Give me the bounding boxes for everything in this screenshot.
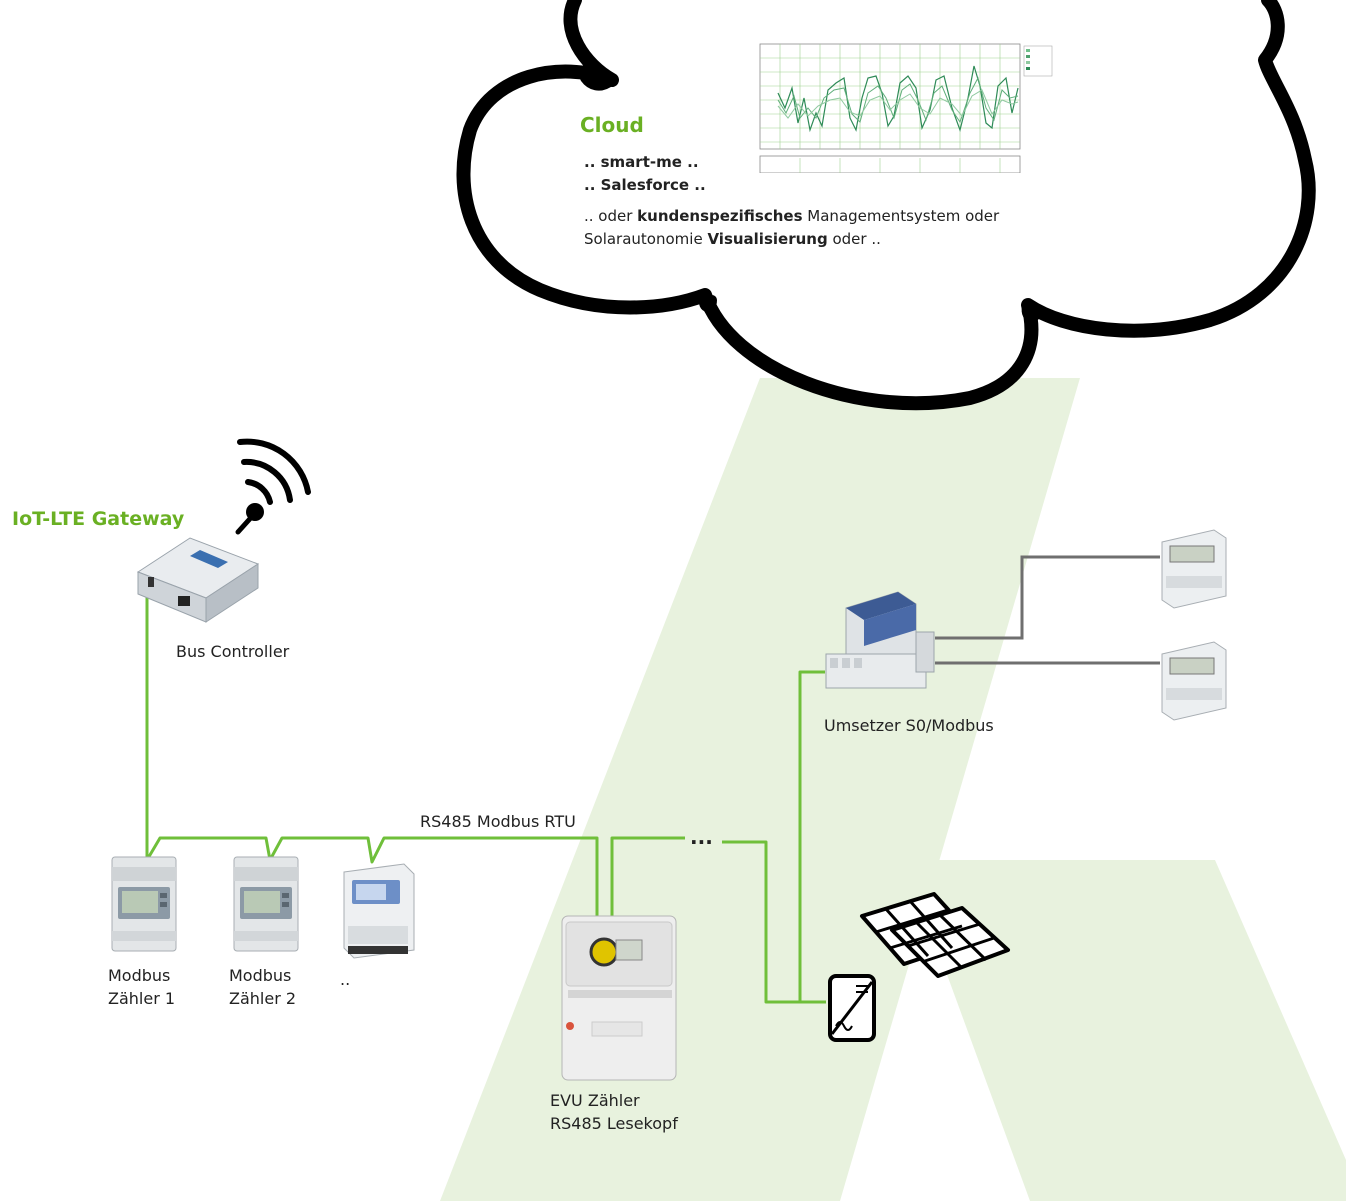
gateway-title: IoT-LTE Gateway xyxy=(12,508,185,530)
inverter-icon xyxy=(828,974,876,1042)
router-icon xyxy=(136,537,260,623)
s0-meter-icon xyxy=(1161,529,1227,609)
cloud-line4-prefix: Solarautonomie xyxy=(584,230,708,248)
cloud-line3-suffix: Managementsystem oder xyxy=(802,207,1000,225)
solar-panel-icon xyxy=(860,892,1010,978)
chart-thumbnail xyxy=(759,43,1053,173)
converter-wire xyxy=(798,670,825,1002)
meter2-label-line2: Zähler 2 xyxy=(229,989,297,1008)
bus-controller-label: Bus Controller xyxy=(176,642,290,661)
converter-label: Umsetzer S0/Modbus xyxy=(824,716,994,735)
cloud-line3-bold: kundenspezifisches xyxy=(637,207,803,225)
evu-wire xyxy=(610,836,685,920)
cloud-line4-bold: Visualisierung xyxy=(707,230,828,248)
cloud-line-custom: .. oder kundenspezifisches Managementsys… xyxy=(584,205,999,228)
cloud-line-salesforce: .. Salesforce .. xyxy=(584,176,706,194)
bus-continuation: ... xyxy=(690,825,713,849)
energy-meter-icon xyxy=(111,856,177,952)
converter-icon xyxy=(825,591,935,689)
meter1-label-line2: Zähler 1 xyxy=(108,989,176,1008)
modbus-bus-wire xyxy=(145,836,599,920)
wifi-icon xyxy=(235,438,311,535)
s0-meter-icon xyxy=(1161,641,1227,721)
bus-label: RS485 Modbus RTU xyxy=(420,812,576,831)
cloud-line-smart-me: .. smart-me .. xyxy=(584,153,699,171)
s0-wire-1 xyxy=(935,555,1160,640)
cloud-line3-prefix: .. oder xyxy=(584,207,638,225)
evu-label-line2: RS485 Lesekopf xyxy=(550,1114,678,1133)
cloud-title: Cloud xyxy=(580,113,644,137)
cloud-line-visualisation: Solarautonomie Visualisierung oder .. xyxy=(584,228,881,251)
energy-meter-icon xyxy=(343,863,415,959)
bus-extension-wire xyxy=(722,840,826,1004)
meter2-label-line1: Modbus xyxy=(229,966,292,985)
cloud-line4-suffix: oder .. xyxy=(827,230,881,248)
more-meters-label: .. xyxy=(340,970,351,989)
evu-meter-icon xyxy=(561,915,677,1081)
meter1-label-line1: Modbus xyxy=(108,966,171,985)
evu-label-line1: EVU Zähler xyxy=(550,1091,640,1110)
energy-meter-icon xyxy=(233,856,299,952)
